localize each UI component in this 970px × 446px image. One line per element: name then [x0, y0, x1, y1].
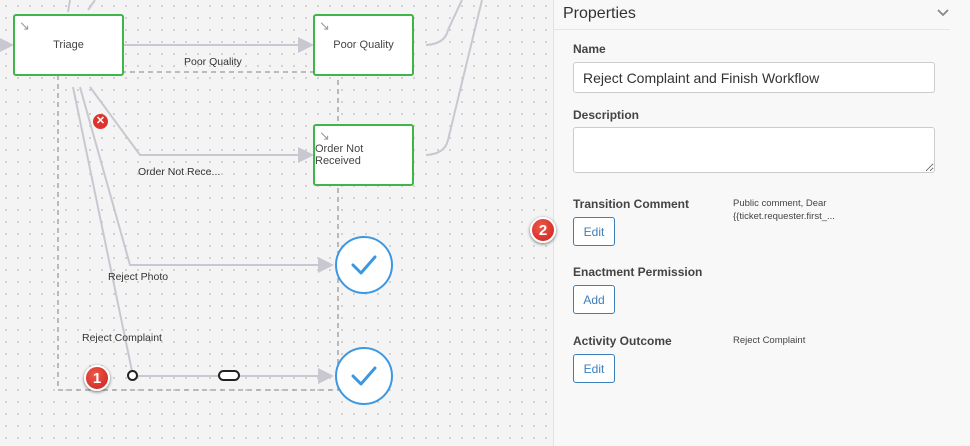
checkmark-icon	[351, 255, 377, 275]
workflow-canvas[interactable]: ↘ Triage ↘ Poor Quality ↘ Order Not Rece…	[0, 0, 553, 446]
description-label: Description	[573, 108, 640, 122]
node-label: Triage	[53, 39, 84, 51]
transition-comment-value: Public comment, Dear {{ticket.requester.…	[733, 197, 835, 223]
activity-outcome-edit-button[interactable]: Edit	[573, 354, 615, 383]
edge-label-reject-complaint[interactable]: Reject Complaint	[82, 332, 162, 344]
panel-title: Properties	[563, 5, 636, 22]
connection-start-handle[interactable]	[127, 370, 138, 381]
connection-midpoint-handle[interactable]	[218, 370, 240, 381]
node-poor-quality[interactable]: ↘ Poor Quality	[313, 14, 414, 76]
edge-label-poor-quality[interactable]: Poor Quality	[184, 56, 242, 68]
edge-label-order-not-received[interactable]: Order Not Rece...	[138, 166, 221, 178]
annotation-badge: 1	[84, 365, 110, 391]
edge-label-reject-photo[interactable]: Reject Photo	[108, 271, 169, 283]
annotation-badge: 2	[530, 217, 556, 243]
node-triage[interactable]: ↘ Triage	[13, 14, 124, 76]
error-icon[interactable]: ✕	[93, 114, 108, 129]
node-label: Poor Quality	[333, 39, 394, 51]
end-node-reject-complaint[interactable]	[335, 347, 393, 405]
transition-comment-label: Transition Comment	[573, 197, 690, 211]
incoming-edge	[87, 0, 96, 11]
incoming-edge	[67, 0, 71, 13]
divider	[554, 29, 950, 30]
description-textarea[interactable]	[573, 127, 935, 173]
activity-outcome-value: Reject Complaint	[733, 335, 806, 346]
enactment-permission-label: Enactment Permission	[573, 265, 703, 279]
chevron-down-icon[interactable]	[934, 4, 952, 22]
selection-box	[57, 71, 339, 391]
activity-arrow-icon: ↘	[319, 128, 330, 143]
transition-comment-value-line: Public comment, Dear	[733, 198, 827, 209]
checkmark-icon	[351, 366, 377, 386]
name-input[interactable]	[573, 62, 935, 93]
activity-arrow-icon: ↘	[319, 18, 330, 33]
node-label: Order Not Received	[315, 143, 364, 167]
outgoing-edge	[425, 0, 463, 46]
activity-outcome-label: Activity Outcome	[573, 334, 672, 348]
node-order-not-received[interactable]: ↘ Order Not Received	[313, 124, 414, 186]
edge-order-not-received	[89, 86, 314, 163]
properties-panel: Properties Name Description Transition C…	[530, 0, 970, 446]
activity-arrow-icon: ↘	[19, 18, 30, 33]
edge-reject-photo	[79, 86, 334, 273]
transition-comment-value-line: {{ticket.requester.first_...	[733, 211, 835, 222]
end-node-reject-photo[interactable]	[335, 236, 393, 294]
transition-comment-edit-button[interactable]: Edit	[573, 217, 615, 246]
outgoing-edge	[425, 0, 483, 156]
name-label: Name	[573, 42, 606, 56]
enactment-permission-add-button[interactable]: Add	[573, 285, 615, 314]
